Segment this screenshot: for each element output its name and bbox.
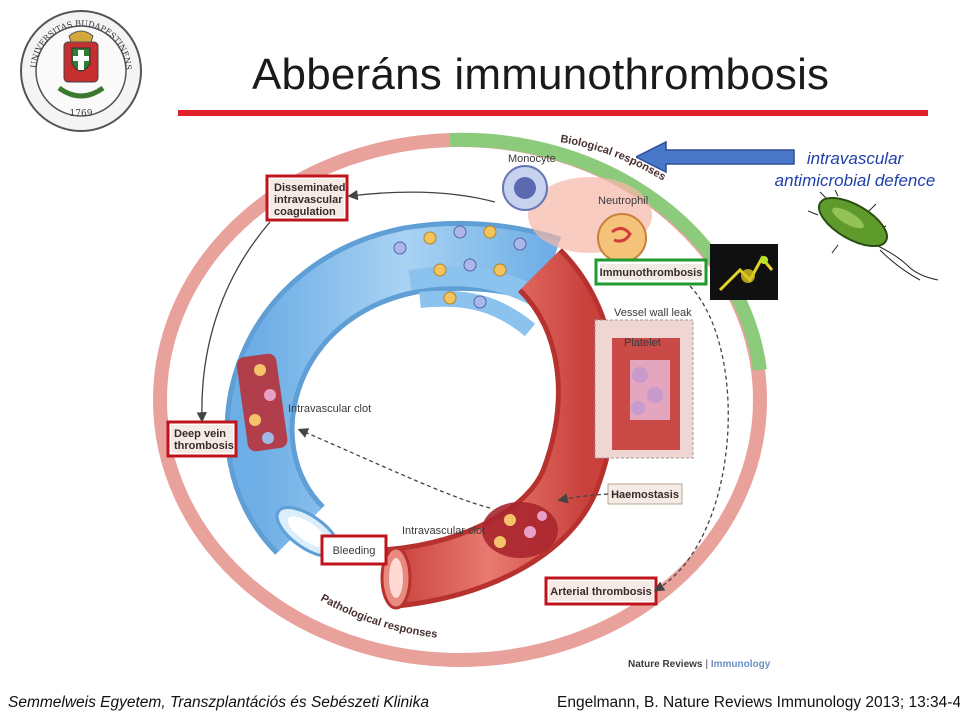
pathway-arrows bbox=[196, 189, 729, 592]
outer-response-ring bbox=[153, 132, 767, 667]
seal-year: 1769 bbox=[70, 109, 93, 119]
university-seal-logo: UNIVERSITAS BUDAPESTINENSIS DE SEMMELWEI… bbox=[10, 1, 148, 134]
label-immunothrombosis: Immunothrombosis bbox=[600, 267, 703, 279]
immunothrombosis-diagram: Biological responses Pathological respon… bbox=[150, 120, 950, 680]
monocyte-neutrophil-cluster bbox=[502, 165, 652, 263]
footer-citation: Engelmann, B. Nature Reviews Immunology … bbox=[557, 694, 960, 711]
bacterium-illustration bbox=[807, 189, 943, 285]
immunothrombosis-micrograph bbox=[710, 244, 778, 300]
left-arrow-annotation bbox=[634, 140, 796, 174]
label-neutrophil: Neutrophil bbox=[598, 195, 648, 207]
title-underline bbox=[178, 110, 928, 116]
artery-vessel bbox=[380, 248, 618, 610]
artery-clot bbox=[482, 502, 558, 558]
footer-institution: Semmelweis Egyetem, Transzplantációs és … bbox=[8, 694, 429, 711]
label-dvt-line1: Deep vein bbox=[174, 428, 226, 440]
journal-name: Nature Reviews | Immunology bbox=[628, 659, 771, 670]
label-dic-line1: Disseminated bbox=[274, 182, 346, 194]
annotation-line-1: intravascular bbox=[806, 149, 904, 168]
label-haemostasis: Haemostasis bbox=[611, 489, 679, 501]
dic-box bbox=[265, 174, 349, 222]
vein-clot bbox=[236, 353, 288, 452]
label-monocyte: Monocyte bbox=[508, 153, 556, 165]
circulating-cells bbox=[393, 225, 527, 309]
label-arterial-thrombosis: Arterial thrombosis bbox=[550, 586, 651, 598]
slide-title: Abberáns immunothrombosis bbox=[252, 50, 830, 99]
label-dic-line2: intravascular bbox=[274, 194, 343, 206]
label-platelet: Platelet bbox=[624, 337, 661, 349]
label-dic-line3: coagulation bbox=[274, 206, 336, 218]
bleeding-box bbox=[320, 534, 388, 566]
label-intravascular-clot-artery: Intravascular clot bbox=[402, 525, 485, 537]
label-dvt-line2: thrombosis bbox=[174, 440, 234, 452]
annotation-intravascular-defence: intravascular antimicrobial defence bbox=[760, 148, 950, 192]
label-bleeding: Bleeding bbox=[333, 545, 376, 557]
vessel-wall-leak-inset bbox=[594, 319, 694, 459]
label-intravascular-clot-vein: Intravascular clot bbox=[288, 403, 371, 415]
annotation-line-2: antimicrobial defence bbox=[774, 171, 936, 190]
arterial-thrombosis-box bbox=[544, 576, 658, 606]
immunothrombosis-box bbox=[594, 258, 708, 286]
label-vessel-wall-leak: Vessel wall leak bbox=[614, 307, 692, 319]
